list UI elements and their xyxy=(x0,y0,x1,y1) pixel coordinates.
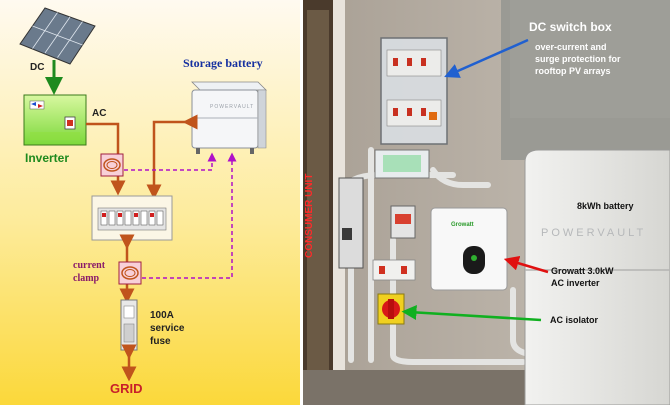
inverter-label-line1: Growatt 3.0kW xyxy=(551,266,614,276)
dc-box-desc-line2: surge protection for xyxy=(535,54,621,64)
clamp-signal-upper xyxy=(124,152,217,171)
battery-line xyxy=(146,114,198,200)
current-clamp-icon-upper xyxy=(100,153,124,177)
isolator-pointer xyxy=(401,304,542,322)
dc-box-pointer xyxy=(444,38,529,78)
inverter-brand-text: Growatt xyxy=(451,222,474,228)
generation-meter xyxy=(390,205,416,239)
growatt-inverter xyxy=(430,207,508,291)
isolator-label: AC isolator xyxy=(550,315,599,325)
photo-canvas: CONSUMER UNIT Growatt POWERVAULT DC swit… xyxy=(303,0,670,405)
current-clamp-icon-lower xyxy=(118,261,142,285)
battery-label: 8kWh battery xyxy=(577,201,634,211)
consumer-unit-icon xyxy=(91,195,173,241)
clamp-signal-lower xyxy=(142,152,237,279)
inverter-pointer xyxy=(503,255,549,274)
dc-box-desc-line3: rooftop PV arrays xyxy=(535,66,611,76)
inverter-label: Inverter xyxy=(25,151,69,165)
fuse-label-line3: fuse xyxy=(150,336,171,347)
current-clamp-label-line2: clamp xyxy=(73,273,100,284)
grid-label: GRID xyxy=(110,381,143,396)
battery-brand-text-photo: POWERVAULT xyxy=(541,227,646,239)
powervault-battery xyxy=(524,149,670,405)
wall-socket xyxy=(372,259,416,281)
dc-label: DC xyxy=(30,62,44,73)
schematic-canvas: DC Inverter AC POWERVAULT Storage batter… xyxy=(0,0,300,405)
dc-box-title: DC switch box xyxy=(529,20,612,34)
ac-isolator xyxy=(377,293,405,325)
current-clamp-label-line1: current xyxy=(73,260,106,271)
solar-panel-icon xyxy=(19,7,96,65)
installation-photo: CONSUMER UNIT Growatt POWERVAULT DC swit… xyxy=(303,0,670,405)
inverter-icon xyxy=(23,94,87,146)
service-fuse-icon xyxy=(120,299,138,351)
consumer-unit-label: CONSUMER UNIT xyxy=(304,174,315,258)
fuse-label-line2: service xyxy=(150,323,185,334)
fuse-label-line1: 100A xyxy=(150,310,174,321)
storage-battery-label: Storage battery xyxy=(183,56,263,70)
dc-switch-box xyxy=(380,37,448,145)
inverter-label-line2: AC inverter xyxy=(551,278,600,288)
battery-brand-text: POWERVAULT xyxy=(210,104,254,110)
energy-monitor xyxy=(374,149,430,179)
consumer-unit xyxy=(338,177,364,269)
ac-label: AC xyxy=(92,108,106,119)
dc-box-desc-line1: over-current and xyxy=(535,42,607,52)
system-schematic: DC Inverter AC POWERVAULT Storage batter… xyxy=(0,0,300,405)
dc-switch-callout xyxy=(510,0,670,118)
storage-battery-icon xyxy=(191,81,267,154)
